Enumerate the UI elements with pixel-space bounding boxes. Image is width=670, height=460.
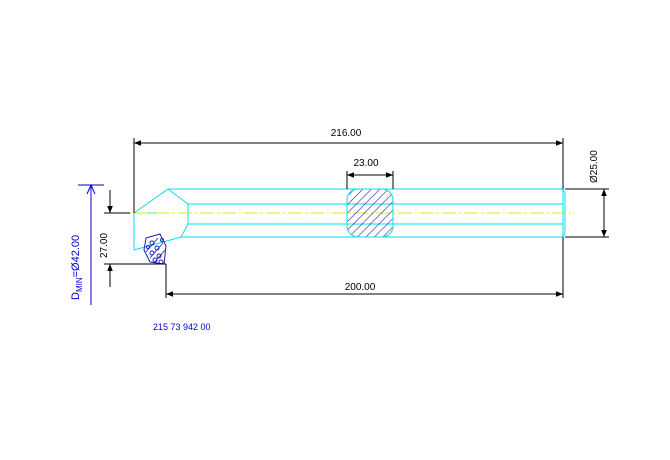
dim-edge-height: 27.00 (99, 190, 166, 287)
dim-section-width-label: 23.00 (353, 158, 378, 169)
dim-edge-height-label: 27.00 (99, 233, 110, 258)
dim-shank-diameter-label: Ø25.00 (589, 150, 600, 183)
dim-overall-length: 216.00 (133, 128, 564, 213)
dmin-label: DMIN=Ø42.00 (70, 235, 84, 300)
dim-overall-length-label: 216.00 (331, 128, 362, 139)
dmin-value: =Ø42.00 (70, 235, 82, 278)
dim-shank-length-label: 200.00 (345, 282, 376, 293)
dim-shank-diameter: Ø25.00 (565, 150, 609, 238)
dim-shank-length: 200.00 (165, 237, 564, 298)
dmin-prefix: D (70, 292, 82, 300)
dim-section-width: 23.00 (346, 158, 394, 189)
dmin-subscript: MIN (75, 277, 84, 292)
cutting-insert (143, 233, 167, 265)
dim-dmin: DMIN=Ø42.00 (70, 183, 104, 305)
cross-section (346, 188, 394, 238)
part-number: 215 73 942 00 (153, 322, 211, 332)
